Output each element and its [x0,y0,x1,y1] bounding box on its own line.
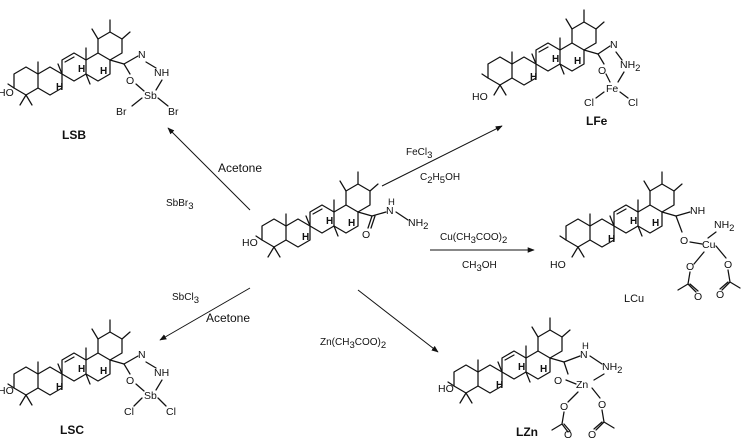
lfe-h-1: H [530,72,537,83]
arrow-to-lsb [167,127,251,211]
ligand-hydroxyl: HO [242,237,258,249]
lcu-n1: NH [690,205,705,217]
ligand-h-3: H [348,218,355,229]
lzn-acetate-o4: O [588,429,596,441]
lsc-h-3: H [100,366,107,377]
arrow-to-lzn [357,289,439,353]
lsb-structure: HO H H H N NH O Sb Br Br [0,19,179,118]
lsb-label: LSB [62,128,86,142]
lsc-label: LSC [60,423,84,437]
to-lfe-reagent: FeCl3 [406,147,432,161]
lzn-n1: N [580,349,588,361]
to-lcu-reagent: Cu(CH3COO)2 [440,232,507,246]
lfe-h-3: H [574,56,581,67]
lfe-h-2: H [552,54,559,65]
lfe-metal: Fe [606,83,618,95]
lsb-halide-1: Br [116,106,127,118]
lcu-metal-center: Cu O O O O [677,231,741,303]
lzn-acetate-o1: O [560,401,568,413]
lzn-label: LZn [516,425,538,439]
lsb-metal: Sb [144,90,157,102]
lsc-halide-1: Cl [124,406,134,418]
to-lsc-reagent: SbCl3 [172,292,199,306]
lsc-h-2: H [78,364,85,375]
lcu-metal: Cu [702,239,716,251]
lzn-h-2: H [518,362,525,373]
lcu-acetate-o3: O [694,291,702,303]
arrow-to-lsc [159,287,251,341]
lfe-nh2: NH2 [620,59,640,74]
lfe-halide-1: Cl [584,97,594,109]
ligand-n: N [386,205,394,217]
lfe-hydroxyl: HO [472,91,488,103]
lsc-h-1: H [56,382,63,393]
lzn-o: O [554,375,562,387]
to-lzn-reagent: Zn(CH3COO)2 [320,337,386,351]
lfe-n1: N [610,39,618,51]
lzn-n-h: H [582,341,589,352]
lcu-o: O [680,235,688,247]
lzn-acetate-o3: O [564,429,572,441]
lzn-metal: Zn [576,379,588,391]
ligand-nh2: NH2 [408,217,428,232]
lcu-hydroxyl: HO [550,259,566,271]
lsb-nh: NH [154,67,169,79]
lsb-hydroxyl: HO [0,87,14,99]
lzn-nh2: NH2 [602,361,622,376]
arrow-to-lfe [381,125,503,187]
lsc-hydroxyl: HO [0,385,14,397]
to-lsb-solvent: Acetone [218,161,262,175]
lsb-h-1: H [56,82,63,93]
lsc-nh: NH [154,367,169,379]
lsc-n1: N [138,349,146,361]
lsc-o: O [126,375,134,387]
to-lcu-solvent: CH3OH [462,260,497,274]
ligand-n-h: H [388,197,395,208]
lsc-metal: Sb [144,390,157,402]
to-lsb-reagent: SbBr3 [166,198,194,212]
lcu-acetate-o1: O [686,261,694,273]
ligand-h-2: H [326,216,333,227]
lsc-halide-2: Cl [166,406,176,418]
lfe-structure: HO H H H N NH2 O Fe Cl Cl [472,9,640,109]
lzn-structure: HO H H H N H NH2 O [438,317,622,404]
lzn-h-1: H [496,380,503,391]
to-lsc-solvent: Acetone [206,311,250,325]
lsb-o: O [126,75,134,87]
lcu-h-3: H [652,218,659,229]
lsb-h-2: H [78,64,85,75]
lcu-acetate-o4: O [716,289,724,301]
lcu-h-1: H [608,234,615,245]
lfe-halide-2: Cl [628,97,638,109]
lzn-h-3: H [540,364,547,375]
to-lfe-solvent: C2H5OH [420,172,460,186]
lzn-metal-center: Zn O O O O [551,373,615,441]
lsb-n1: N [138,49,146,61]
ligand-structure: HO H H H O N H NH2 [242,171,428,258]
ligand-h-1: H [302,232,309,243]
lcu-label: LCu [624,293,644,305]
lfe-label: LFe [586,114,608,128]
lcu-structure: HO H H H NH NH2 O [550,171,734,271]
lsc-structure: HO H H H N NH O Sb Cl Cl [0,319,176,418]
lsb-halide-2: Br [168,106,179,118]
lcu-nh2: NH2 [714,219,734,234]
lsb-h-3: H [100,66,107,77]
lzn-acetate-o2: O [598,399,606,411]
lcu-h-2: H [630,216,637,227]
ligand-carbonyl-o: O [362,229,370,241]
lzn-hydroxyl: HO [438,383,454,395]
lfe-o: O [598,65,606,77]
lcu-acetate-o2: O [724,259,732,271]
